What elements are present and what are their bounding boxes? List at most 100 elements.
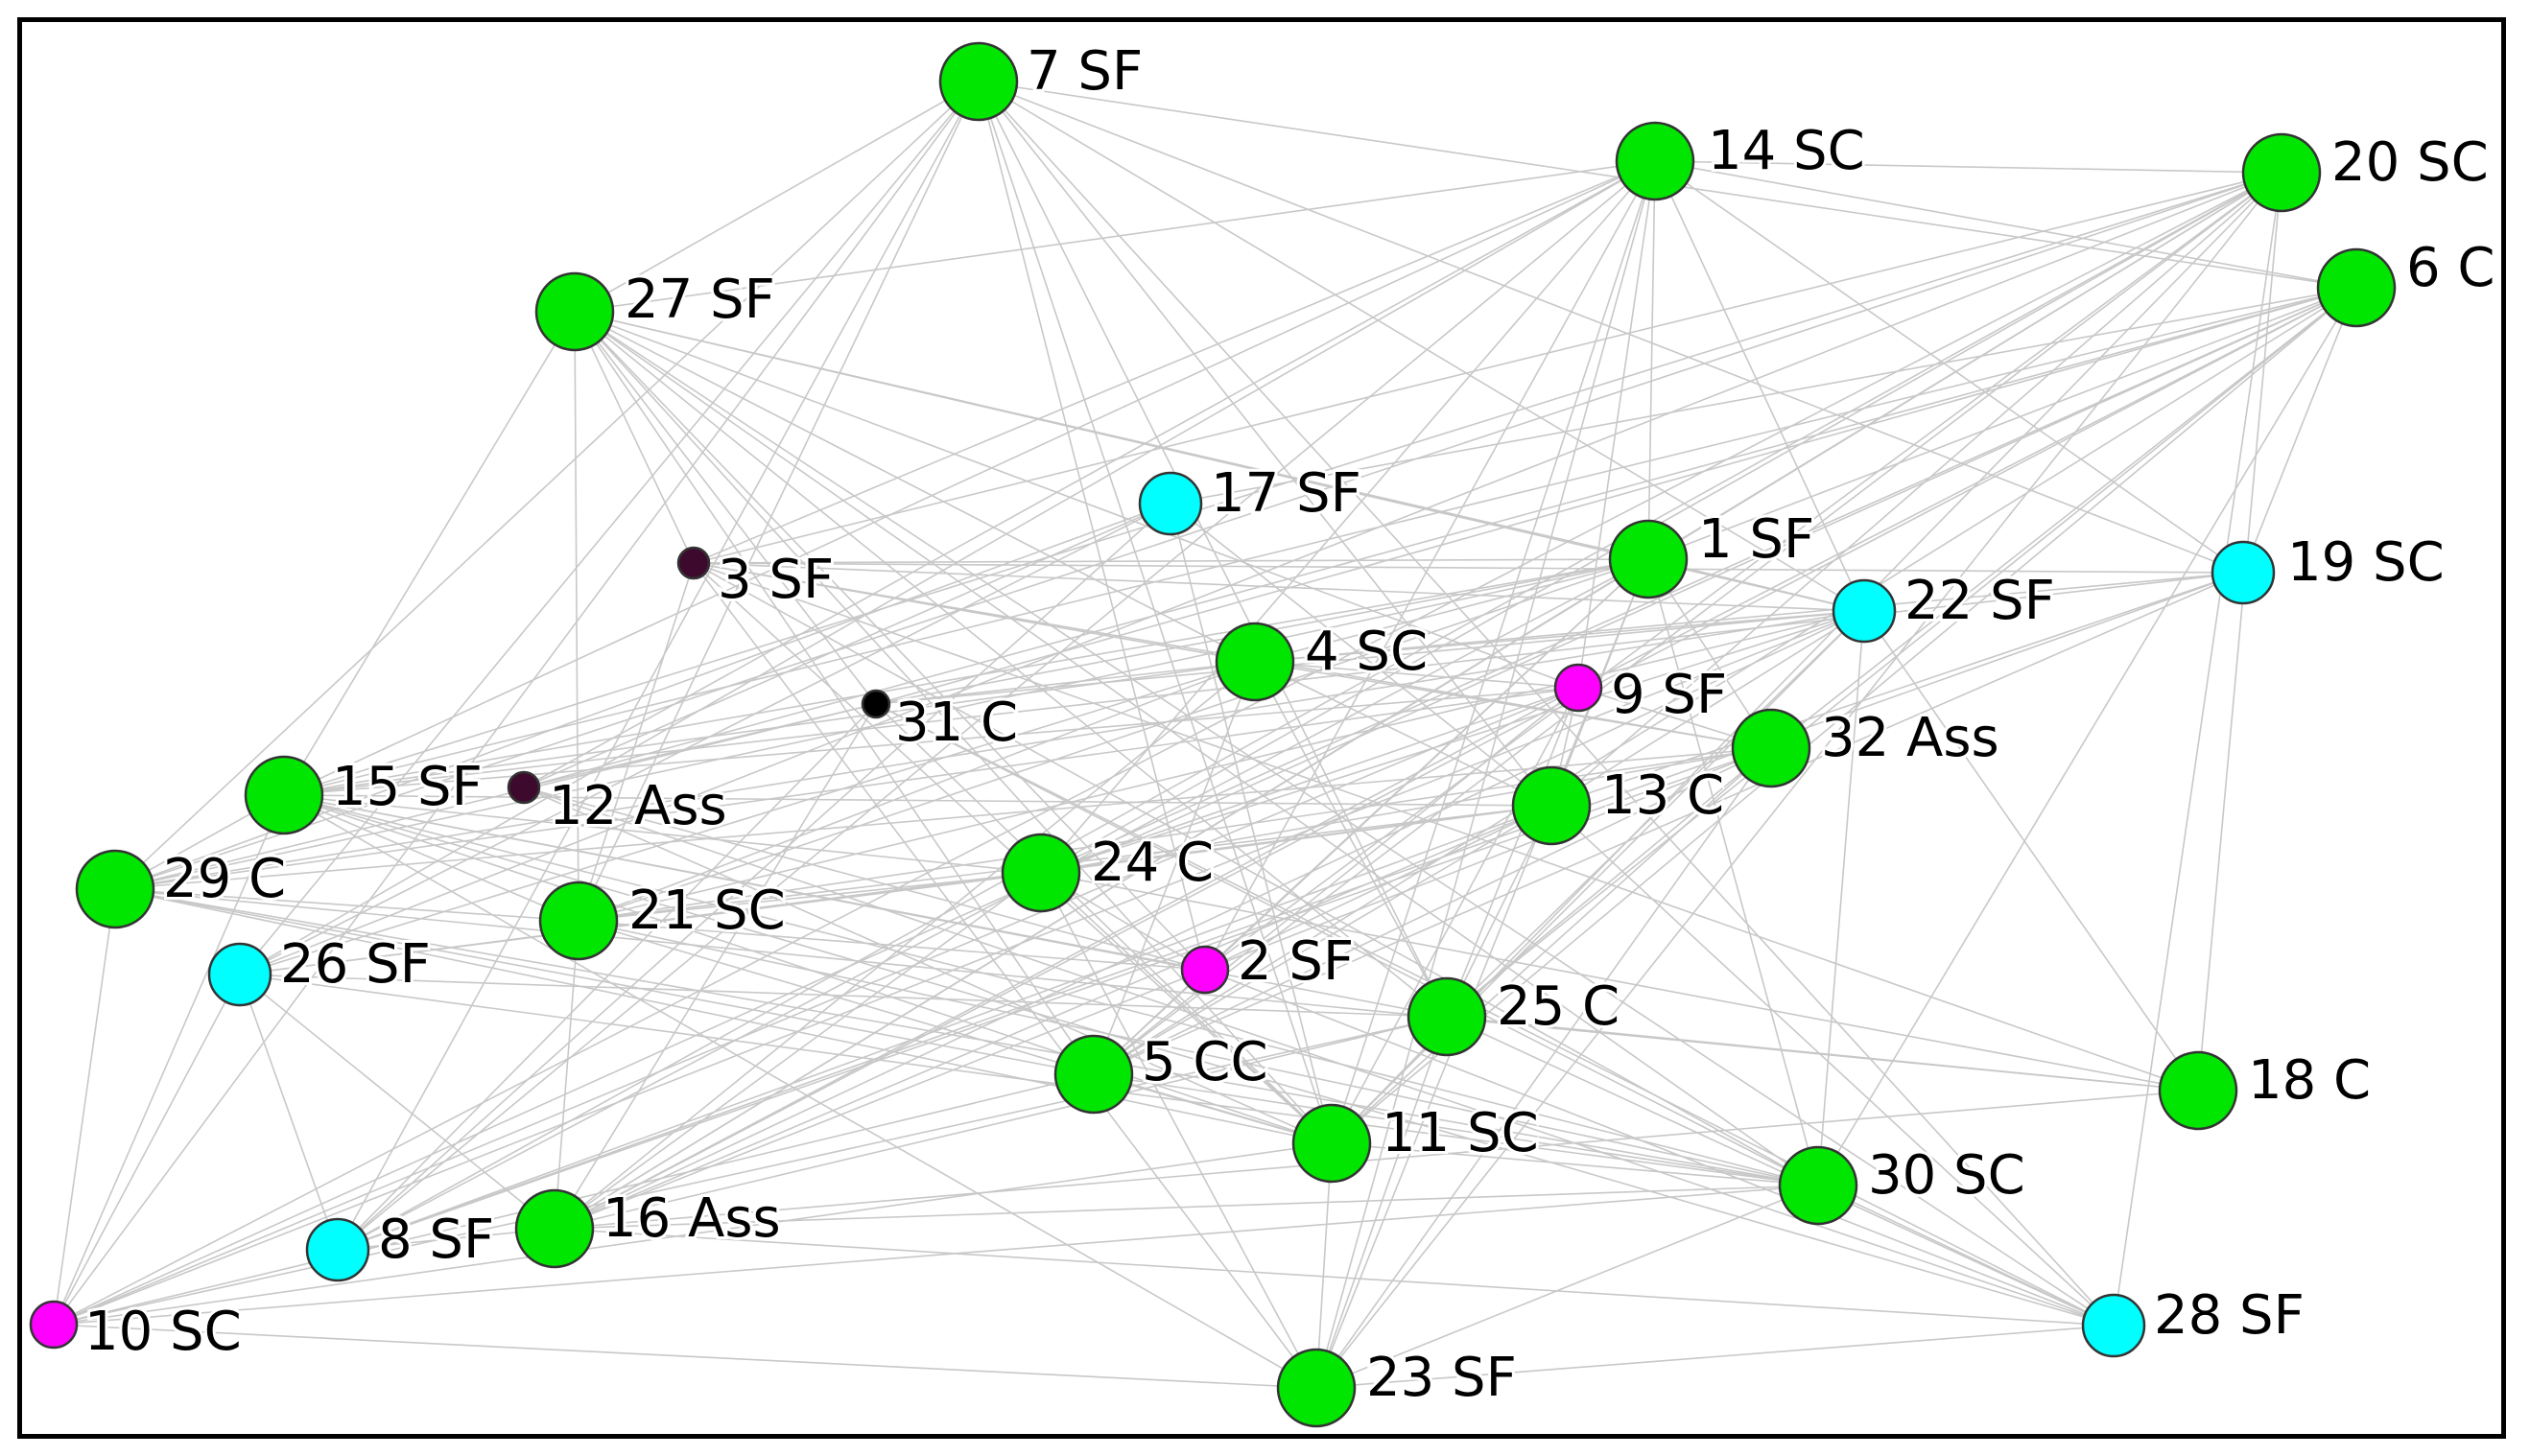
edge-1-3	[693, 558, 1649, 564]
edge-9-5	[1093, 687, 1579, 1075]
node-label-2: 2 SF	[1238, 930, 1354, 993]
node-11[interactable]	[1291, 1103, 1372, 1184]
edge-11-10	[53, 1142, 1333, 1326]
edge-22-13	[1550, 610, 1865, 807]
node-label-25: 25 C	[1497, 975, 1620, 1038]
node-12[interactable]	[507, 770, 541, 805]
edge-22-24	[1040, 610, 1865, 874]
node-2[interactable]	[1180, 945, 1230, 995]
node-3[interactable]	[676, 546, 711, 580]
edge-15-23	[283, 794, 1317, 1389]
edge-4-26	[239, 661, 1256, 975]
edge-18-16	[554, 1090, 2199, 1230]
node-31[interactable]	[861, 689, 891, 719]
node-8[interactable]	[305, 1217, 370, 1282]
node-4[interactable]	[1215, 622, 1295, 702]
node-label-9: 9 SF	[1611, 664, 1727, 726]
edge-3-18	[693, 562, 2199, 1092]
edge-6-31	[875, 287, 2357, 705]
node-28[interactable]	[2081, 1293, 2146, 1358]
edge-28-23	[1315, 1325, 2115, 1389]
edge-22-18	[1863, 610, 2199, 1092]
edge-4-21	[578, 661, 1256, 922]
node-19[interactable]	[2211, 540, 2276, 605]
edge-32-11	[1331, 747, 1772, 1144]
edge-13-28	[1550, 805, 2115, 1327]
edge-16-28	[554, 1228, 2115, 1327]
node-14[interactable]	[1615, 121, 1695, 201]
edge-20-23	[1315, 172, 2282, 1389]
edge-6-10	[53, 287, 2357, 1326]
edge-14-15	[283, 160, 1656, 796]
edge-24-21	[578, 872, 1042, 922]
edge-15-13	[283, 794, 1552, 807]
node-16[interactable]	[514, 1188, 595, 1269]
node-32[interactable]	[1731, 708, 1811, 788]
node-21[interactable]	[538, 881, 619, 961]
edge-7-25	[978, 81, 1448, 1018]
node-30[interactable]	[1778, 1145, 1858, 1226]
node-6[interactable]	[2316, 247, 2397, 328]
node-23[interactable]	[1276, 1348, 1357, 1428]
edge-1-8	[337, 558, 1649, 1251]
edge-12-11	[523, 787, 1333, 1144]
edge-3-22	[693, 562, 1865, 612]
node-29[interactable]	[75, 849, 155, 929]
edge-2-28	[1204, 969, 2115, 1327]
node-25[interactable]	[1407, 976, 1487, 1057]
edge-7-21	[578, 81, 980, 922]
diagram-frame	[17, 17, 2506, 1439]
node-18[interactable]	[2158, 1050, 2238, 1131]
edge-13-8	[337, 805, 1552, 1251]
node-15[interactable]	[244, 755, 324, 835]
node-22[interactable]	[1832, 578, 1897, 644]
edge-5-30	[1093, 1073, 1819, 1186]
edge-2-16	[554, 969, 1206, 1230]
edge-6-17	[1170, 287, 2357, 505]
edge-14-8	[337, 160, 1656, 1251]
edge-20-29	[114, 172, 2282, 890]
edge-9-10	[53, 687, 1579, 1326]
node-label-5: 5 CC	[1142, 1031, 1268, 1093]
edge-6-25	[1446, 287, 2357, 1018]
node-label-19: 19 SC	[2287, 531, 2445, 594]
node-layer	[29, 41, 2397, 1428]
edge-7-11	[978, 81, 1333, 1144]
node-5[interactable]	[1053, 1034, 1134, 1115]
node-10[interactable]	[29, 1300, 79, 1350]
node-7[interactable]	[938, 41, 1019, 122]
edge-14-12	[523, 160, 1656, 788]
edge-14-2	[1204, 160, 1656, 971]
edge-19-3	[693, 562, 2244, 574]
edge-30-23	[1315, 1185, 1819, 1389]
node-20[interactable]	[2241, 132, 2322, 213]
edge-24-16	[554, 872, 1042, 1230]
edge-5-11	[1093, 1073, 1333, 1144]
edge-10-23	[53, 1324, 1317, 1389]
node-24[interactable]	[1001, 833, 1081, 913]
edge-4-25	[1254, 661, 1448, 1018]
node-label-12: 12 Ass	[549, 775, 727, 837]
edge-27-4	[574, 311, 1256, 663]
edge-32-25	[1446, 747, 1772, 1018]
edge-27-3	[574, 311, 695, 564]
edge-14-1	[1647, 160, 1656, 560]
node-26[interactable]	[207, 942, 272, 1007]
edge-24-26	[239, 872, 1042, 975]
node-label-26: 26 SF	[280, 933, 431, 996]
node-1[interactable]	[1608, 519, 1689, 599]
node-13[interactable]	[1511, 765, 1592, 846]
node-9[interactable]	[1553, 663, 1603, 713]
edge-7-29	[114, 81, 980, 890]
edge-27-5	[574, 311, 1095, 1075]
node-label-14: 14 SC	[1708, 120, 1865, 182]
edge-14-22	[1654, 160, 1865, 612]
edge-6-1	[1647, 287, 2357, 560]
node-17[interactable]	[1138, 471, 1203, 536]
edge-9-24	[1040, 687, 1579, 874]
node-27[interactable]	[534, 271, 615, 352]
edge-11-23	[1315, 1142, 1333, 1389]
edge-6-5	[1093, 287, 2357, 1075]
edge-14-11	[1331, 160, 1656, 1144]
edge-25-10	[53, 1016, 1448, 1326]
